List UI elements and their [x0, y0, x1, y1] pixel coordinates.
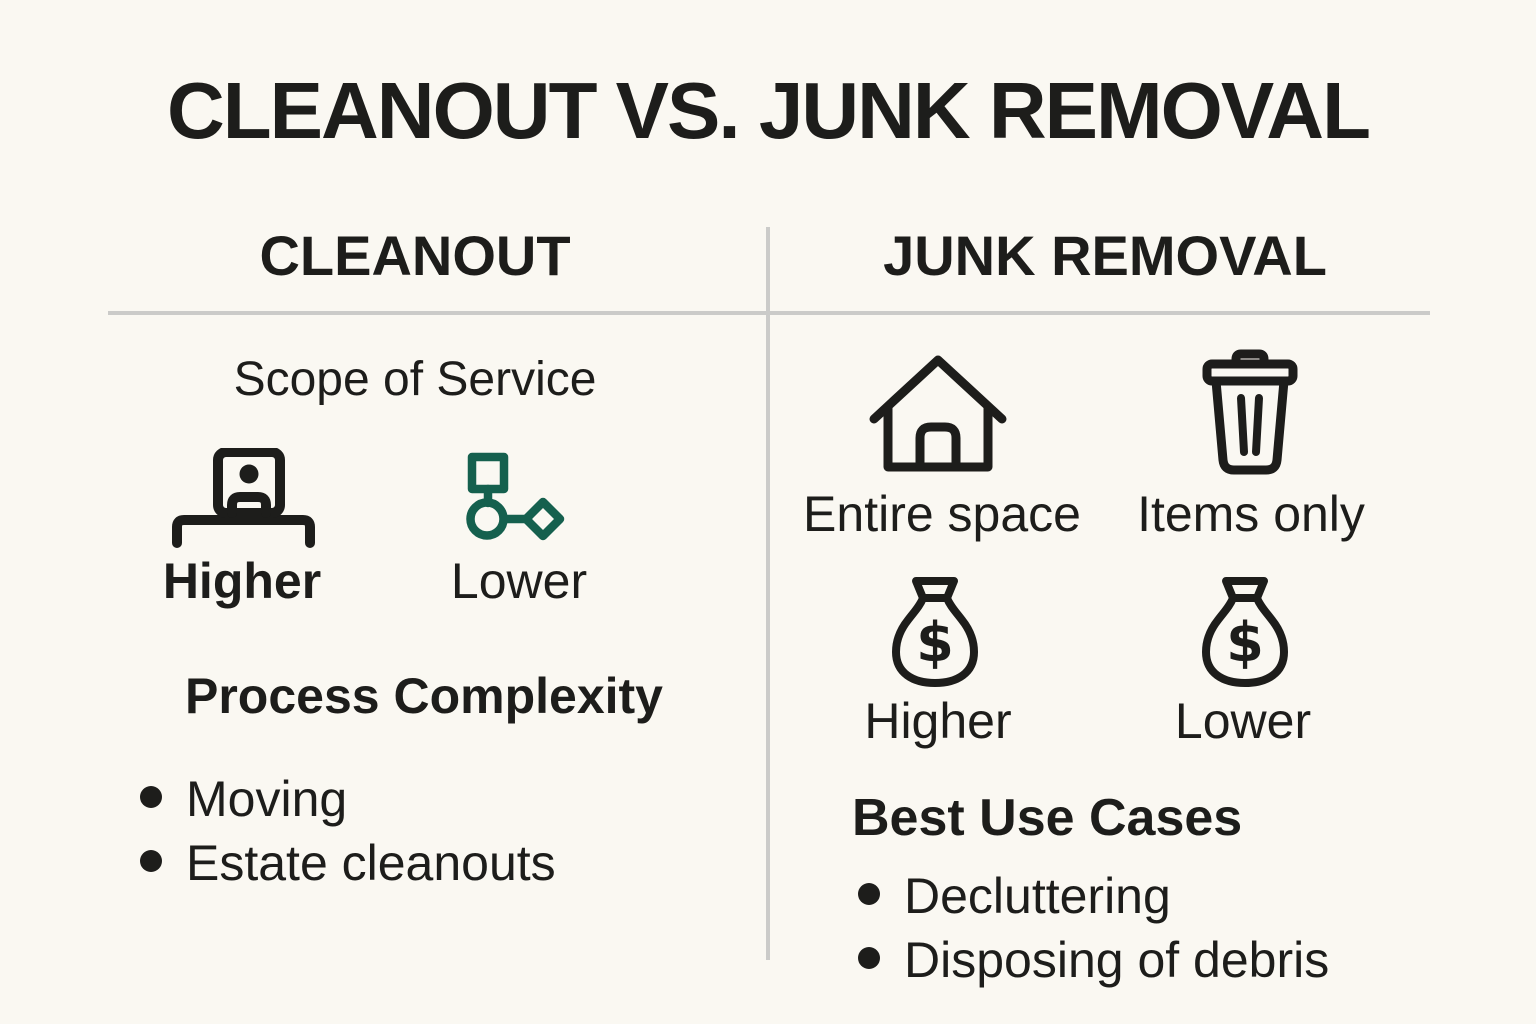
flowchart-icon	[466, 452, 566, 544]
cleanout-scope-higher-label: Higher	[162, 553, 322, 609]
bullet-label: Estate cleanouts	[186, 835, 556, 891]
money-bag-icon: $	[890, 576, 980, 688]
bullet-dot	[140, 786, 162, 808]
process-complexity-heading: Process Complexity	[185, 668, 663, 724]
bullet-label: Decluttering	[904, 868, 1171, 924]
bullet-label: Disposing of debris	[904, 932, 1330, 988]
list-item: Estate cleanouts	[140, 838, 556, 888]
cleanout-scope-lower-label: Lower	[450, 553, 588, 609]
svg-text:$: $	[1226, 611, 1264, 674]
bullet-dot	[858, 883, 880, 905]
bullet-dot	[858, 947, 880, 969]
column-header-junk-removal: JUNK REMOVAL	[883, 224, 1327, 287]
house-icon	[868, 352, 1008, 477]
money-bag-icon: $	[1200, 576, 1290, 688]
best-use-cases-heading: Best Use Cases	[852, 789, 1243, 847]
svg-text:$: $	[916, 611, 954, 674]
junk-scope-items-only-label: Items only	[1137, 486, 1365, 542]
junk-scope-entire-space-label: Entire space	[803, 486, 1081, 542]
bullet-label: Moving	[186, 771, 348, 827]
list-item: Moving	[140, 774, 556, 824]
list-item: Disposing of debris	[858, 935, 1329, 985]
bullet-dot	[140, 850, 162, 872]
junk-cost-higher-label: Higher	[864, 693, 1012, 749]
box-on-shelf-icon	[168, 448, 318, 548]
cleanout-bullet-list: Moving Estate cleanouts	[140, 774, 556, 902]
junk-cost-lower-label: Lower	[1174, 693, 1312, 749]
column-header-cleanout: CLEANOUT	[259, 224, 571, 287]
vertical-divider	[766, 227, 770, 960]
scope-of-service-heading: Scope of Service	[233, 353, 597, 406]
page-title: CLEANOUT VS. JUNK REMOVAL	[167, 66, 1371, 155]
list-item: Decluttering	[858, 871, 1329, 921]
junk-bullet-list: Decluttering Disposing of debris	[858, 871, 1329, 999]
trash-can-icon	[1200, 348, 1300, 478]
